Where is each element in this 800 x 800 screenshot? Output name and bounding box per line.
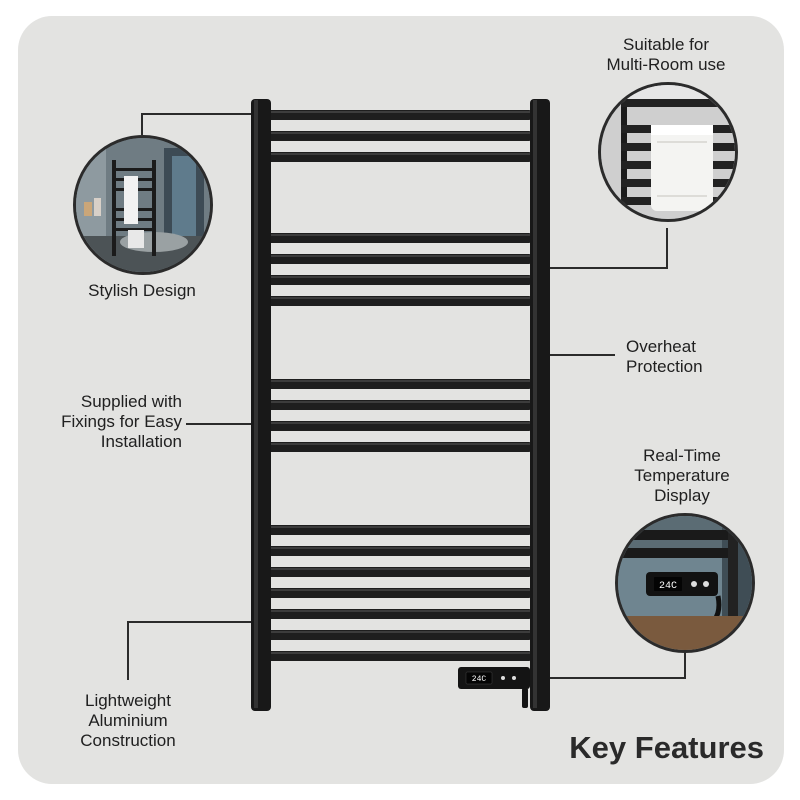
controller — [458, 667, 530, 708]
multi-room-label: Suitable for Multi-Room use — [606, 35, 726, 74]
key-features-title: Key Features — [569, 730, 764, 765]
temperature-display-image: 24C — [615, 513, 755, 653]
temperature-display-label: Real-Time Temperature Display — [634, 446, 730, 505]
fixings-label: Supplied with Fixings for Easy Installat… — [61, 392, 182, 451]
controller-temp-text: 24C — [472, 675, 487, 684]
aluminium-label: Lightweight Aluminium Construction — [80, 691, 176, 750]
callout-lines — [127, 113, 686, 680]
circle-temp-text: 24C — [659, 581, 677, 592]
rail-bars — [266, 110, 532, 661]
stylish-design-label: Stylish Design — [88, 281, 196, 300]
stylish-design-image — [73, 135, 213, 275]
overheat-protection-label: Overheat Protection — [626, 337, 703, 376]
multi-room-image — [598, 82, 738, 222]
